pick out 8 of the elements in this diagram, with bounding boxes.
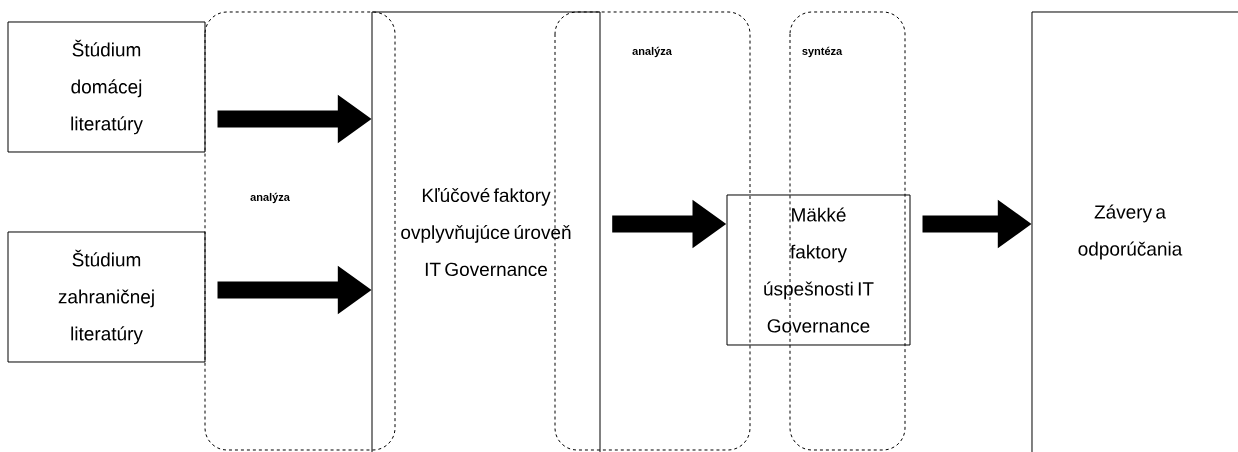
process-box: Štúdium domácej literatúry (7, 21, 206, 153)
process-box: Mäkké faktory úspešnosti IT Governance (726, 194, 911, 346)
band-label: analýza (250, 192, 290, 204)
band-label: syntéza (802, 46, 843, 58)
band-label: analýza (632, 46, 672, 58)
open-column: Kľúčové faktory ovplyvňujúce úroveň IT Governance (371, 11, 601, 452)
process-box: Štúdium zahraničnej literatúry (7, 231, 206, 363)
open-column: Závery a odporúčania (1031, 11, 1238, 452)
